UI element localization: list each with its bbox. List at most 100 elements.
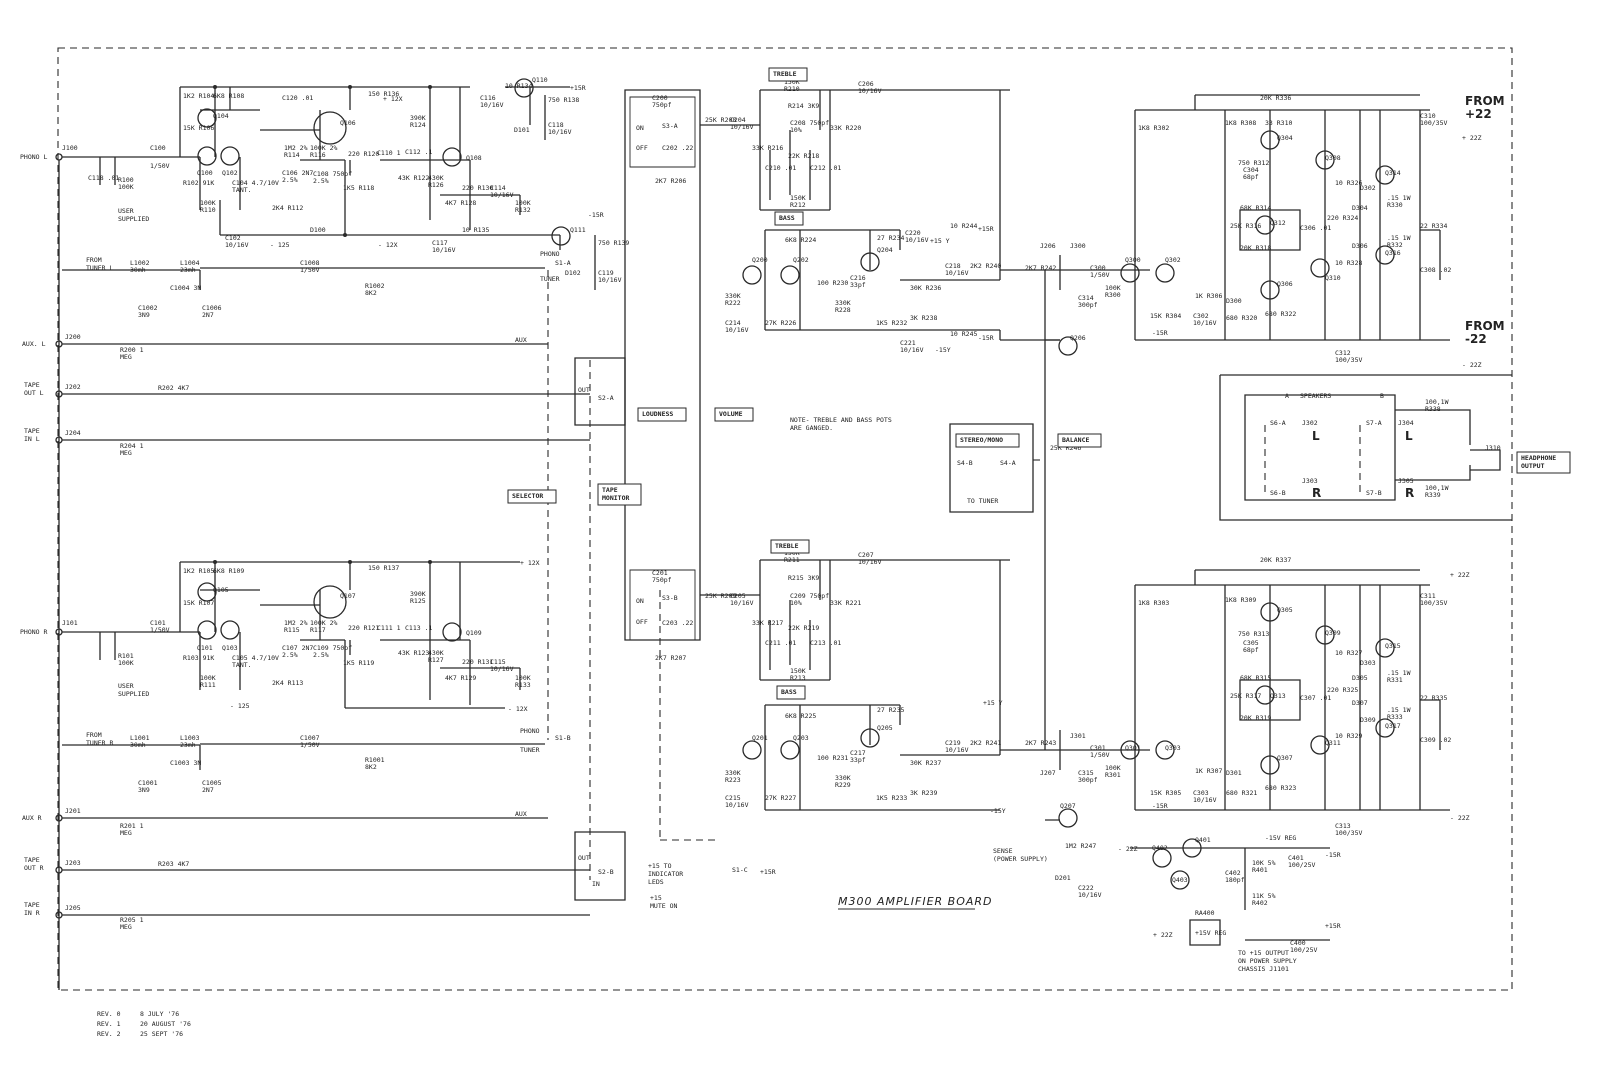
revision-0-number: REV. 0 (97, 1010, 121, 1018)
component-r330-line-0: .15 1W (1387, 194, 1411, 202)
component-r244: 10 R244 (950, 222, 977, 230)
component-r107: 15K R107 (183, 599, 214, 607)
component-r203: R203 4K7 (158, 860, 189, 868)
component-r303: 1K8 R303 (1138, 599, 1169, 607)
component-r324: 220 R324 (1327, 214, 1358, 222)
component-r245: 10 R245 (950, 330, 977, 338)
power-from-minus22-line-0: FROM (1465, 319, 1505, 333)
component-r202: R202 4K7 (158, 384, 189, 392)
label-selector-frame (507, 489, 557, 504)
component-q204: Q204 (877, 246, 893, 254)
component-r134: 10 R134 (505, 82, 532, 90)
component-c219-line-1: 10/16V (945, 746, 969, 754)
component-r106: 15K R106 (183, 124, 214, 132)
component-r135: 10 R135 (462, 226, 489, 234)
component-j303: J303 (1302, 477, 1318, 485)
input-label-tape-out-r-line-0: TAPE (24, 856, 40, 864)
switch-pos-off-l: OFF (636, 144, 648, 152)
component-r236: 30K R236 (910, 284, 941, 292)
input-label-tape-in-l-line-1: IN L (24, 435, 40, 443)
component-r307: 1K R307 (1195, 767, 1222, 775)
component-r334: 22 R334 (1420, 222, 1447, 230)
component-r323: 680 R323 (1265, 784, 1296, 792)
rail-minus22-reg: - 22Z (1118, 845, 1138, 853)
component-c210: C210 .01 (765, 164, 796, 172)
component-q402: Q402 (1152, 844, 1168, 852)
label-speaker-l-b: L (1405, 429, 1413, 443)
component-c203: C203 .22 (662, 619, 693, 627)
component-c402-line-0: C402 (1225, 869, 1241, 877)
label-speakers-a: A (1285, 392, 1289, 400)
input-label-tape-out-l-line-0: TAPE (24, 381, 40, 389)
label-bass-right-frame (776, 685, 806, 700)
component-q206: Q206 (1070, 334, 1086, 342)
component-c206-line-0: C206 (858, 80, 874, 88)
revision-0-date: 8 JULY '76 (140, 1010, 179, 1018)
component-q309: Q309 (1325, 629, 1341, 637)
component-r211-line-1: R211 (784, 556, 800, 564)
component-c401-line-1: 100/25V (1288, 861, 1315, 869)
component-c400-line-0: C400 (1290, 939, 1306, 947)
component-r246: 25K R246 (1050, 444, 1081, 452)
input-label-tape-in-l-line-0: TAPE (24, 427, 40, 435)
rail-plus15r-tone: +15R (978, 225, 994, 233)
component-r133-line-1: R133 (515, 681, 531, 689)
component-c205-line-1: 10/16V (730, 599, 754, 607)
component-j204: J204 (65, 429, 81, 437)
component-r222-line-0: 330K (725, 292, 741, 300)
component-q106: Q106 (340, 119, 356, 127)
component-r128: 4K7 R128 (445, 199, 476, 207)
component-c117-line-1: 10/16V (432, 246, 456, 254)
component-d100: D100 (310, 226, 326, 234)
component-r402-line-0: 11K 5% (1252, 892, 1276, 900)
switch-pos-aux-r: AUX (515, 810, 527, 818)
component-l1001-line-1: 30mh (130, 741, 146, 749)
component-c102-line-0: C102 (225, 234, 241, 242)
component-l1003-line-0: L1003 (180, 734, 200, 742)
switch-pos-out-r: OUT (578, 854, 590, 862)
component-r127-line-0: 430K (428, 649, 444, 657)
component-r118: 1K5 R118 (343, 184, 374, 192)
component-r105: 1K2 R105 (183, 567, 214, 575)
component-c201-line-0: C201 (652, 569, 668, 577)
component-c105-line-0: C105 4.7/10V (232, 654, 279, 662)
component-r326: 10 R326 (1335, 179, 1362, 187)
component-c200-line-0: C200 (652, 94, 668, 102)
component-c208-line-0: C208 750pf (790, 119, 829, 127)
component-c222-line-1: 10/16V (1078, 891, 1102, 899)
label-indicator-leds-line-2: LEDS (648, 878, 664, 886)
component-r322: 680 R322 (1265, 310, 1296, 318)
revision-2-date: 25 SEPT '76 (140, 1030, 183, 1038)
component-r112: 2K4 R112 (272, 204, 303, 212)
component-r109: 6K8 R109 (213, 567, 244, 575)
rail-plus12x-right: + 12X (520, 559, 540, 567)
label-treble-right-frame (770, 539, 810, 554)
component-j207: J207 (1040, 769, 1056, 777)
component-q311: Q311 (1325, 739, 1341, 747)
component-j101: J101 (62, 619, 78, 627)
input-label-tuner-l-line-0: FROM (86, 256, 102, 264)
component-r102: R102 91K (183, 179, 214, 187)
component-r201-line-0: R201 1 (120, 822, 144, 830)
revision-1-date: 20 AUGUST '76 (140, 1020, 191, 1028)
component-q109: Q109 (466, 629, 482, 637)
component-q111: Q111 (570, 226, 586, 234)
component-r315: 68K R315 (1240, 674, 1271, 682)
input-label-aux-r: AUX R (22, 814, 42, 822)
component-c1005-line-0: C1005 (202, 779, 222, 787)
component-r220: 33K R220 (830, 124, 861, 132)
component-c221-line-0: C221 (900, 339, 916, 347)
component-r240: 2K2 R240 (970, 262, 1001, 270)
rail-minus125-right: - 125 (230, 702, 250, 710)
component-c1006-line-0: C1006 (202, 304, 222, 312)
component-r120: 220 R120 (348, 150, 379, 158)
component-c1005-line-1: 2N7 (202, 786, 214, 794)
label-minus15v-reg: -15V REG (1265, 834, 1296, 842)
component-q314: Q314 (1385, 169, 1401, 177)
component-r300-line-1: R300 (1105, 291, 1121, 299)
component-r329: 10 R329 (1335, 732, 1362, 740)
component-c302-line-1: 10/16V (1193, 319, 1217, 327)
component-c101-line-0: C101 (150, 619, 166, 627)
component-r304: 15K R304 (1150, 312, 1181, 320)
